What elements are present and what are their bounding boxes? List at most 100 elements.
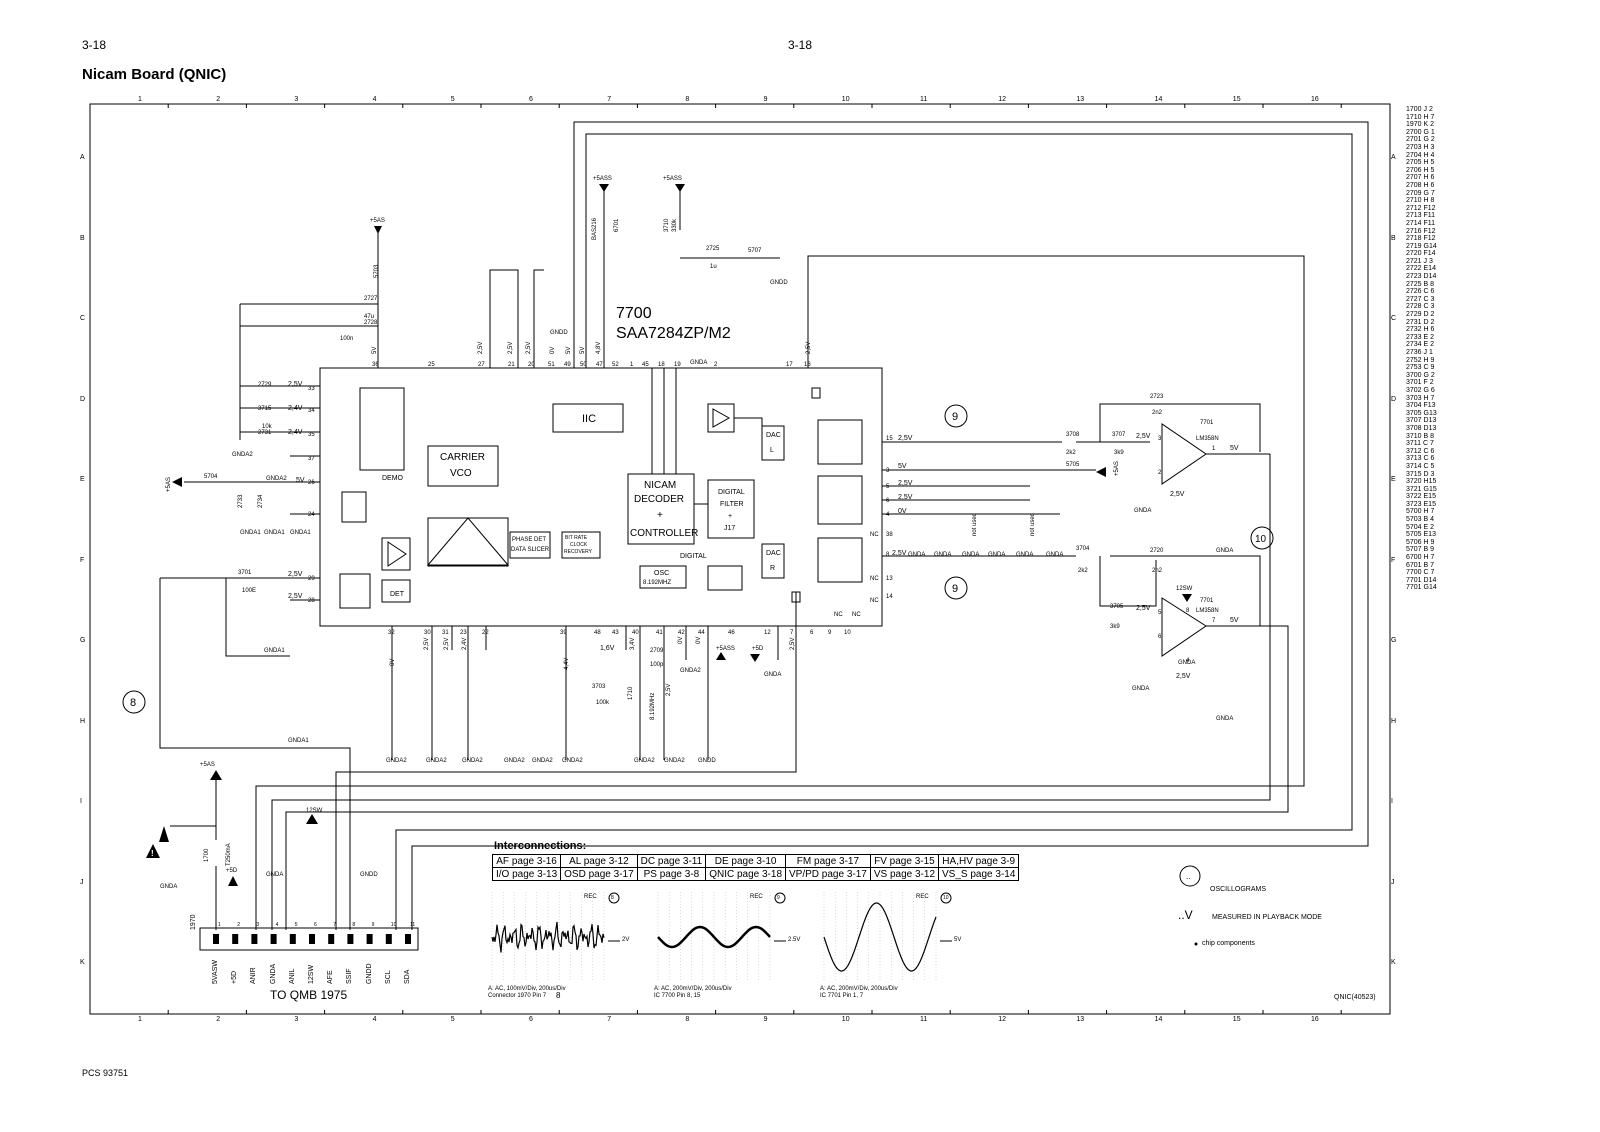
svg-text:GNDA: GNDA — [1016, 552, 1033, 558]
reference-entry: 1710 H 7 — [1406, 113, 1435, 121]
svg-text:42: 42 — [678, 630, 685, 636]
reference-entry: 3715 D 3 — [1406, 470, 1435, 478]
svg-text:6: 6 — [886, 498, 890, 504]
oscillogram-probe: IC 7701 Pin 1, 7 — [820, 993, 864, 999]
legend-chip: chip components — [1202, 940, 1255, 947]
grid-col-top-6: 6 — [529, 96, 533, 103]
oscillogram-1 — [491, 892, 620, 982]
svg-text:10k: 10k — [262, 424, 273, 430]
svg-text:19: 19 — [674, 362, 681, 368]
svg-text:0V: 0V — [898, 508, 907, 515]
reference-entry: 2709 G 7 — [1406, 189, 1435, 197]
svg-text:25: 25 — [428, 362, 435, 368]
connector-pin-label: SDA — [404, 969, 411, 984]
svg-text:5V: 5V — [566, 347, 572, 354]
svg-text:2,5V: 2,5V — [478, 342, 484, 354]
svg-text:LM358N: LM358N — [1196, 608, 1219, 614]
svg-text:not used: not used — [972, 513, 978, 536]
svg-text:GNDA: GNDA — [988, 552, 1005, 558]
grid-col-top-14: 14 — [1154, 96, 1163, 103]
board-code: QNIC(40523) — [1334, 994, 1376, 1001]
svg-text:39: 39 — [560, 630, 567, 636]
svg-text:GNDD: GNDD — [698, 758, 716, 764]
reference-entry: 2708 H 6 — [1406, 181, 1435, 189]
svg-text:12: 12 — [764, 630, 771, 636]
reference-entry: 7700 C 7 — [1406, 569, 1435, 577]
oscillogram-2 — [657, 892, 786, 982]
grid-col-bottom-8: 8 — [685, 1016, 690, 1023]
grid-row-right-K: K — [1391, 959, 1396, 966]
connector-ref: 1970 — [190, 914, 197, 930]
svg-text:+5ASS: +5ASS — [593, 176, 612, 182]
grid-col-bottom-10: 10 — [841, 1016, 850, 1023]
svg-text:2: 2 — [714, 362, 718, 368]
svg-text:2,4V: 2,4V — [462, 638, 468, 650]
svg-text:31: 31 — [442, 630, 449, 636]
connector-caption: TO QMB 1975 — [270, 988, 348, 1002]
grid-col-bottom-3: 3 — [294, 1016, 299, 1023]
reference-entry: 2752 H 9 — [1406, 356, 1435, 364]
reference-entry: 2704 H 4 — [1406, 151, 1435, 159]
svg-text:3k9: 3k9 — [1110, 624, 1120, 630]
connector-pin-8 — [347, 934, 354, 944]
connector-pin-11 — [405, 934, 411, 944]
svg-text:34: 34 — [308, 408, 315, 414]
grid-row-left-K: K — [80, 959, 85, 966]
svg-text:22: 22 — [482, 630, 489, 636]
svg-text:2k2: 2k2 — [1078, 568, 1088, 574]
svg-text:DAC: DAC — [766, 550, 781, 557]
reference-entry: 3720 H15 — [1406, 478, 1437, 486]
svg-text:2,5V: 2,5V — [1170, 491, 1185, 498]
grid-col-bottom-11: 11 — [920, 1016, 928, 1023]
svg-text:GNDA2: GNDA2 — [680, 668, 701, 674]
reference-entry: 2701 G 2 — [1406, 136, 1435, 144]
reference-entry: 2733 E 2 — [1406, 333, 1435, 341]
svg-text:3704: 3704 — [1076, 546, 1090, 552]
node-9-top: 9 — [952, 411, 958, 423]
reference-entry: 6701 B 7 — [1406, 561, 1435, 569]
oscillogram-level: 2V — [622, 937, 630, 943]
svg-text:FILTER: FILTER — [720, 501, 744, 508]
svg-text:2720: 2720 — [1150, 548, 1164, 554]
svg-text:2n2: 2n2 — [1152, 568, 1163, 574]
grid-row-left-E: E — [80, 476, 85, 483]
svg-text:NC: NC — [870, 598, 879, 604]
svg-text:GNDA2: GNDA2 — [634, 758, 655, 764]
reference-entry: 3722 E15 — [1406, 493, 1436, 501]
page-number-center: 3-18 — [788, 38, 813, 52]
svg-text:29: 29 — [308, 576, 315, 582]
grid-col-top-3: 3 — [294, 96, 299, 103]
oscillogram-settings: A: AC, 200mV/Div, 200us/Div — [820, 986, 898, 992]
grid-col-bottom-5: 5 — [450, 1016, 455, 1023]
grid-col-bottom-14: 14 — [1154, 1016, 1163, 1023]
ic-ref: 7700 — [616, 305, 652, 322]
svg-text:2725: 2725 — [706, 246, 720, 252]
svg-text:30: 30 — [424, 630, 431, 636]
grid-col-top-10: 10 — [841, 96, 850, 103]
svg-text:+5AS: +5AS — [166, 477, 172, 492]
grid-col-top-4: 4 — [372, 96, 377, 103]
reference-entry: 3707 D13 — [1406, 417, 1437, 425]
svg-text:2731: 2731 — [258, 430, 272, 436]
svg-text:5V: 5V — [1230, 445, 1239, 452]
oscillogram-tag: REC — [750, 894, 763, 900]
svg-text:3k9: 3k9 — [1114, 450, 1124, 456]
connector-pin-label: SSIF — [346, 968, 354, 984]
svg-text:2728: 2728 — [364, 320, 378, 326]
oscillogram-probe: Connector 1970 Pin 7 — [488, 993, 547, 999]
svg-text:2,5V: 2,5V — [288, 571, 303, 578]
svg-text:DATA SLICER: DATA SLICER — [511, 547, 550, 553]
connector-pin-label: +5D — [231, 970, 239, 984]
svg-text:0V: 0V — [390, 659, 396, 666]
grid-col-top-8: 8 — [685, 96, 690, 103]
reference-entry: 6700 H 7 — [1406, 554, 1435, 562]
svg-text:DIGITAL: DIGITAL — [718, 489, 745, 496]
oscillogram-tag: REC — [584, 894, 597, 900]
svg-text:+5D: +5D — [752, 646, 764, 652]
connector-pin-6 — [309, 934, 315, 944]
reference-entry: 3701 F 2 — [1406, 379, 1434, 387]
svg-text:2: 2 — [1158, 470, 1162, 476]
svg-text:2729: 2729 — [258, 382, 272, 388]
svg-text:GNDA: GNDA — [962, 552, 979, 558]
